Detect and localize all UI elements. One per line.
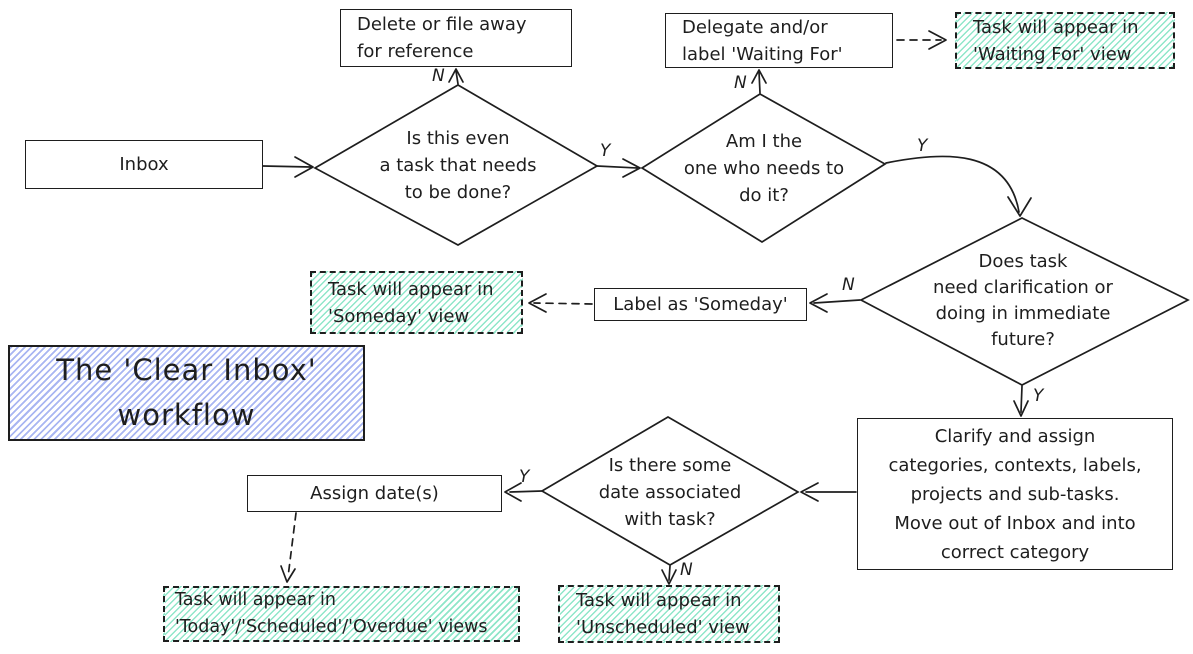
decision-is-task-diamond [313,84,599,246]
node-today-view-line2: 'Today'/'Scheduled'/'Overdue' views [175,617,488,637]
edge-label-is-task-yes: Y [600,141,611,161]
decision-clarify-text: Does task need clarification or doing in… [893,249,1153,353]
decision-who-diamond [640,93,887,244]
arrow-clarify-no-to-label-someday [809,293,861,313]
arrowhead-someday-view [528,293,547,313]
arrow-date-no-to-unscheduled-view [661,565,677,585]
arrow-clarify-yes-to-clarify-box [1013,385,1029,417]
arrow-inbox-to-is-task [262,156,314,178]
node-today-scheduled-overdue-view: Task will appear in 'Today'/'Scheduled'/… [163,586,520,642]
node-inbox-label: Inbox [119,154,169,175]
diagram-title-line2: workflow [117,398,256,432]
node-unscheduled-view: Task will appear in 'Unscheduled' view [558,585,780,643]
node-someday-view: Task will appear in 'Someday' view [310,271,523,334]
node-clarify-line3: projects and sub-tasks. [910,483,1120,505]
decision-is-task-line3: to be done? [404,182,512,203]
node-assign-dates-label: Assign date(s) [310,483,439,504]
node-clarify-line2: categories, contexts, labels, [888,454,1142,476]
node-assign-dates: Assign date(s) [247,475,502,512]
node-delegate-line2: label 'Waiting For' [682,43,843,65]
decision-is-task-text: Is this even a task that needs to be don… [338,125,578,206]
decision-who-text: Am I the one who needs to do it? [654,128,874,209]
edge-label-is-task-no: N [432,66,445,86]
node-unscheduled-view-line1: Task will appear in [576,590,742,611]
arrowhead-waiting-view [928,30,947,50]
node-delete-line2: for reference [357,41,474,62]
edge-label-who-yes: Y [917,136,928,156]
arrow-is-task-no-to-delete [448,68,464,85]
decision-clarify-line1: Does task [978,251,1068,272]
arrow-who-yes-to-clarify-decision [885,155,1032,217]
arrow-clarify-box-to-date-decision [800,482,857,502]
arrowhead-today-view [280,565,296,583]
arrow-who-no-to-delegate [751,69,767,94]
arrow-date-yes-to-assign [504,482,543,502]
node-delegate: Delegate and/or label 'Waiting For' [665,13,893,68]
diagram-title: The 'Clear Inbox' workflow [8,345,365,441]
node-today-view-line1: Task will appear in [175,590,336,610]
node-label-someday: Label as 'Someday' [594,288,807,321]
node-delete-line1: Delete or file away [357,14,527,35]
arrow-is-task-yes-to-who [596,158,641,178]
node-delegate-line1: Delegate and/or [682,16,828,38]
decision-who-line3: do it? [739,185,789,206]
node-waiting-view-line2: 'Waiting For' view [973,43,1132,65]
node-label-someday-text: Label as 'Someday' [613,294,788,315]
node-waiting-for-view: Task will appear in 'Waiting For' view [955,12,1175,69]
node-clarify-line5: correct category [940,541,1090,563]
decision-is-task-line2: a task that needs [379,155,537,176]
decision-clarify-line3: doing in immediate [935,303,1111,324]
decision-who-line2: one who needs to [683,158,845,179]
node-clarify-line4: Move out of Inbox and into [894,512,1136,534]
diagram-title-line1: The 'Clear Inbox' [56,353,317,387]
node-clarify-and-assign: Clarify and assign categories, contexts,… [857,418,1173,570]
decision-date-line3: with task? [624,509,716,530]
decision-is-task-line1: Is this even [406,128,510,149]
decision-date-line2: date associated [598,482,742,503]
decision-clarify-diamond [859,217,1190,386]
node-unscheduled-view-line2: 'Unscheduled' view [576,617,750,638]
decision-clarify-line4: future? [991,329,1055,350]
node-delete-or-file: Delete or file away for reference [340,9,572,67]
arrow-assign-to-today-view [287,512,297,578]
edge-label-clarify-yes: Y [1033,386,1044,406]
decision-clarify-line2: need clarification or [933,277,1113,298]
decision-date-line1: Is there some [608,455,732,476]
decision-date-diamond [540,416,800,566]
edge-label-date-no: N [680,560,693,580]
arrow-label-someday-to-someday-view [533,302,593,305]
decision-date-text: Is there some date associated with task? [560,452,780,533]
edge-label-clarify-no: N [842,275,855,295]
edge-label-date-yes: Y [519,467,530,487]
node-inbox: Inbox [25,140,263,189]
decision-who-line1: Am I the [725,131,803,152]
node-waiting-view-line1: Task will appear in [973,16,1139,38]
node-someday-view-line1: Task will appear in [328,278,494,300]
node-someday-view-line2: 'Someday' view [328,305,470,327]
edge-label-who-no: N [734,73,747,93]
node-clarify-line1: Clarify and assign [934,425,1096,447]
